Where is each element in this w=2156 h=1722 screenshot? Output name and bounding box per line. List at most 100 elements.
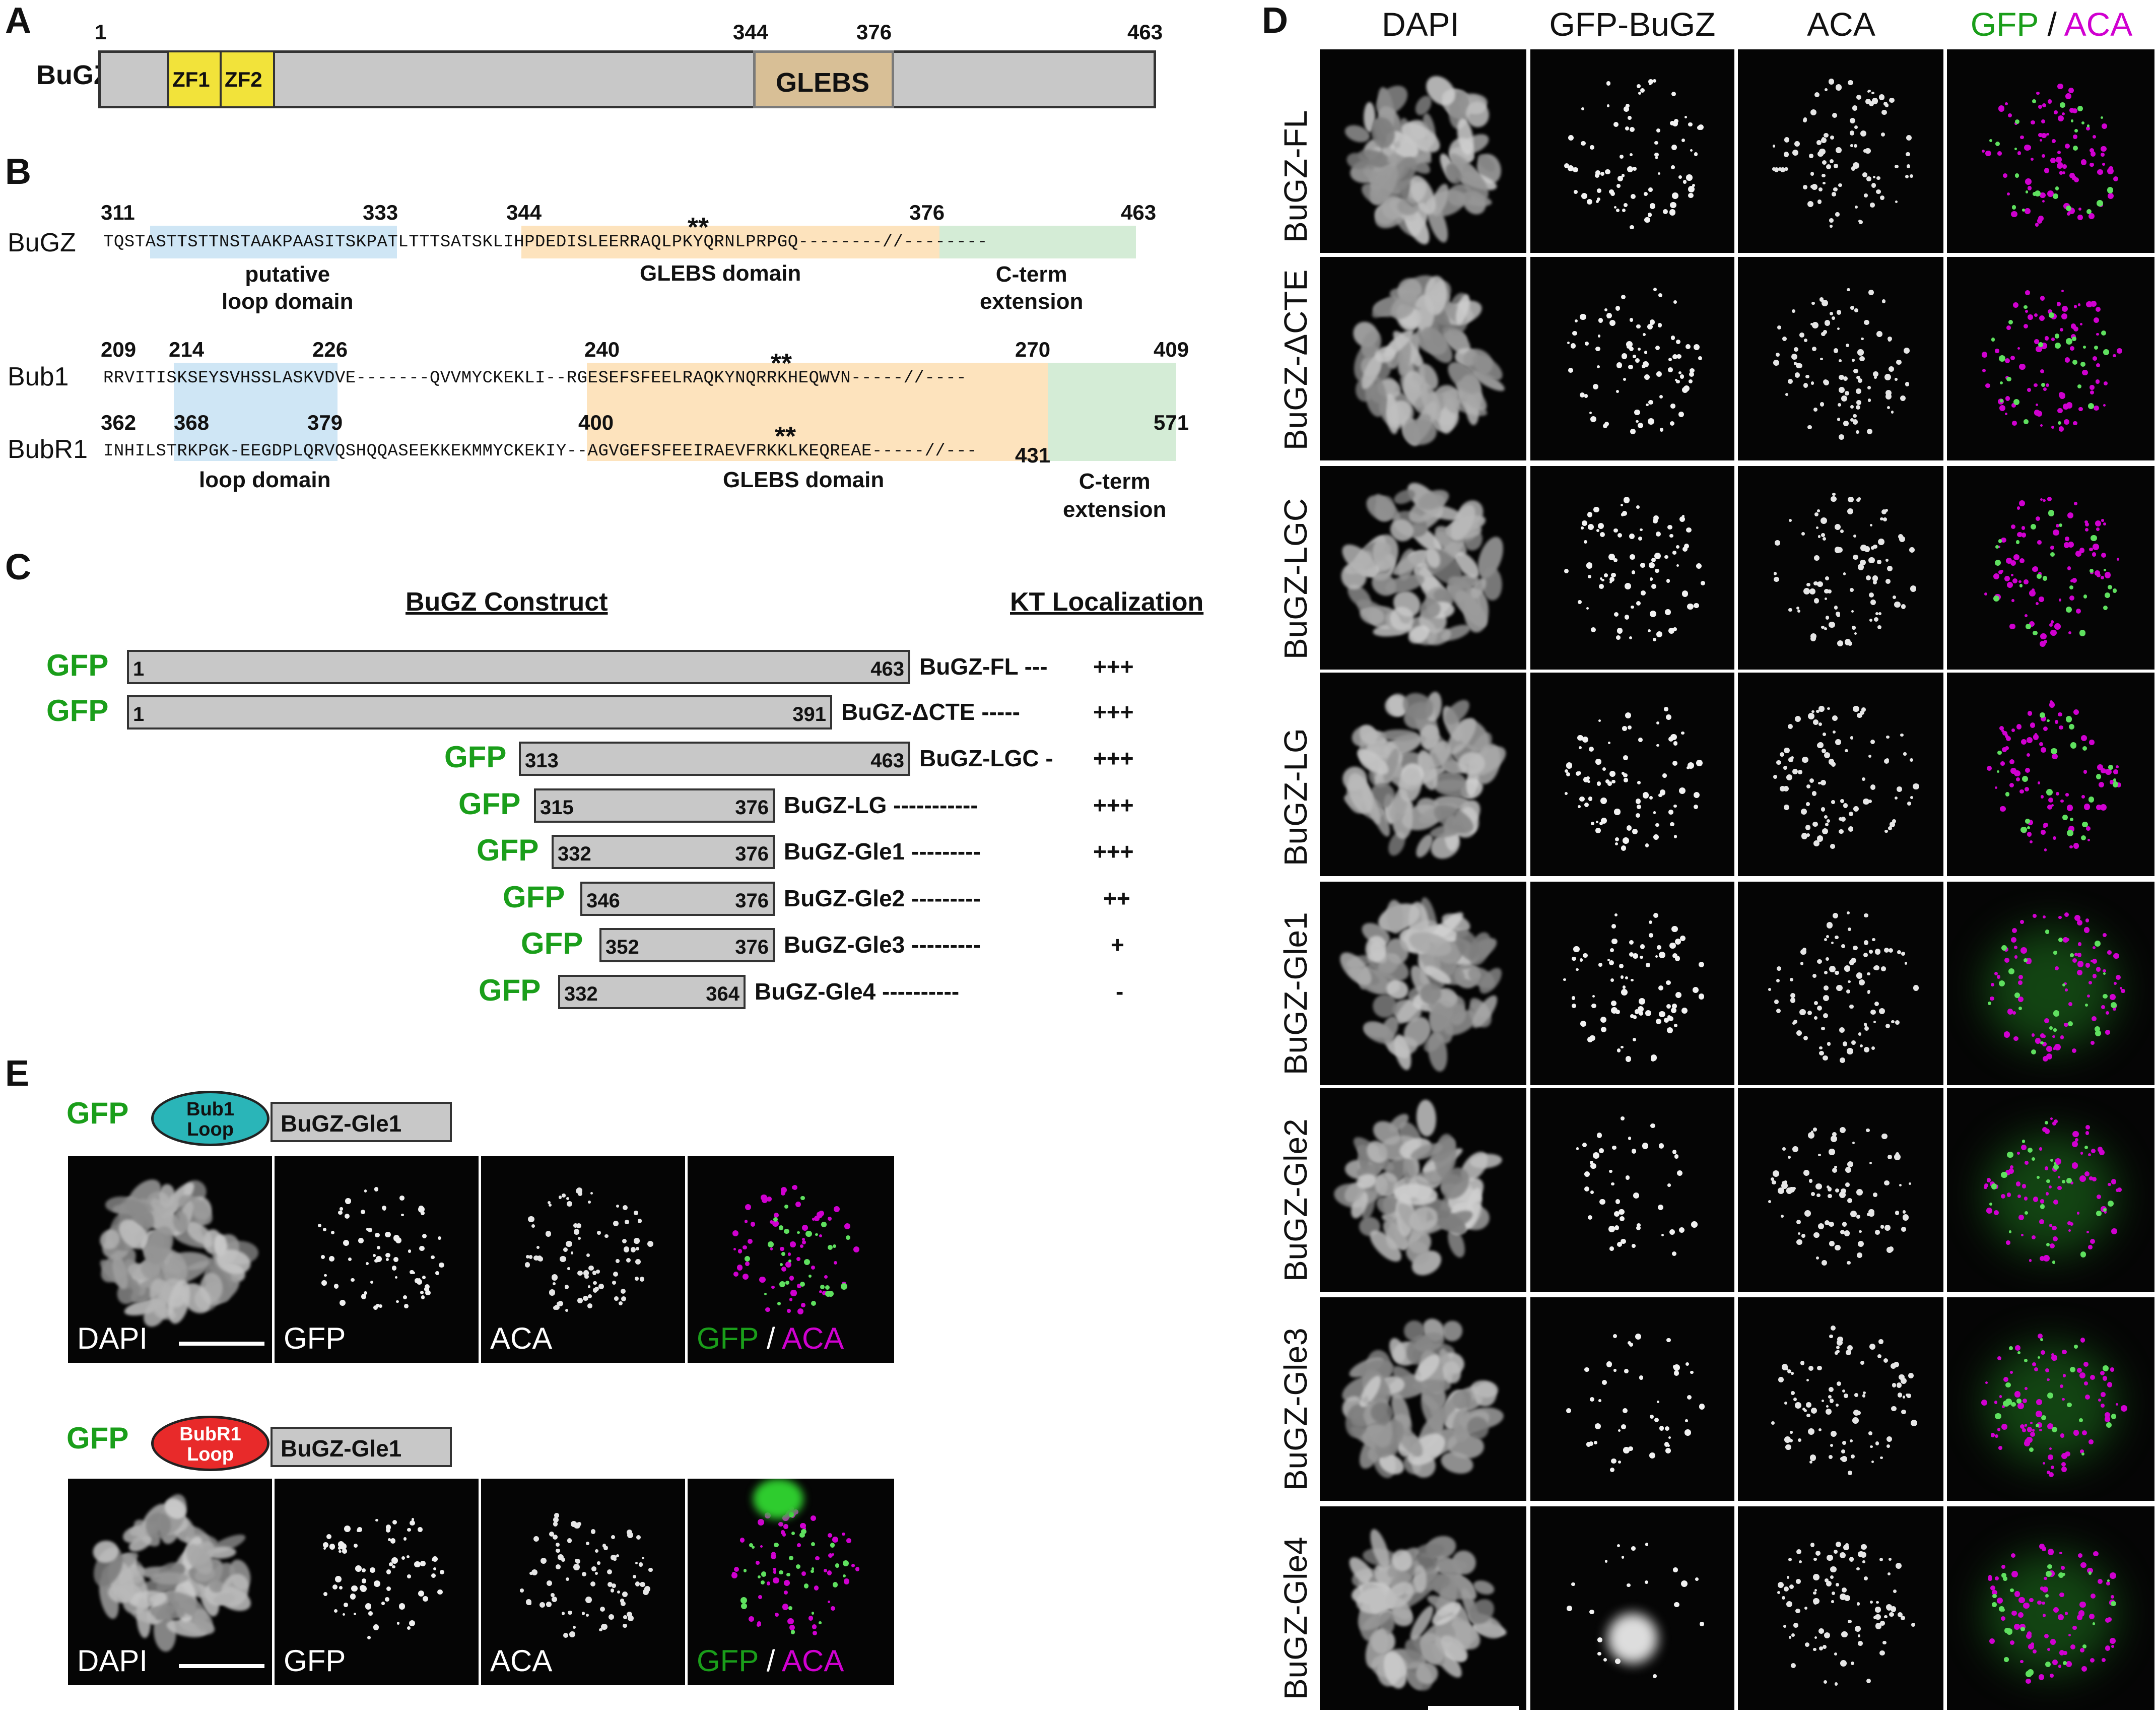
- kinetochore-dot: [1992, 1589, 1998, 1596]
- kinetochore-dot: [1853, 945, 1858, 951]
- kinetochore-dot: [1814, 1001, 1818, 1006]
- kinetochore-dot: [1843, 421, 1849, 426]
- kinetochore-dot: [1842, 1041, 1848, 1046]
- kinetochore-dot: [2021, 533, 2027, 538]
- kinetochore-dot: [2053, 1607, 2059, 1613]
- kinetochore-dot: [2035, 222, 2039, 227]
- kinetochore-dot: [796, 1543, 801, 1547]
- kinetochore-dot: [1828, 1386, 1834, 1393]
- kinetochore-dot: [2045, 383, 2049, 387]
- kinetochore-dot: [2053, 193, 2059, 200]
- kinetochore-dot: [1624, 778, 1628, 782]
- kinetochore-dot: [1858, 220, 1863, 224]
- kinetochore-dot: [1854, 1626, 1861, 1632]
- kinetochore-dot: [1986, 766, 1992, 771]
- kinetochore-dot: [2091, 301, 2097, 307]
- kinetochore-dot: [1801, 833, 1808, 839]
- kinetochore-dot: [1666, 1004, 1671, 1009]
- kinetochore-dot: [2036, 1175, 2040, 1179]
- kinetochore-dot: [1813, 598, 1820, 604]
- kinetochore-dot: [2038, 1356, 2041, 1359]
- kinetochore-dot: [2019, 1424, 2025, 1429]
- kinetochore-dot: [2093, 317, 2100, 323]
- kinetochore-dot: [1629, 534, 1635, 540]
- kinetochore-dot: [1614, 1659, 1621, 1665]
- kinetochore-dot: [406, 1555, 410, 1558]
- kinetochore-dot: [1878, 1008, 1885, 1014]
- kinetochore-dot: [824, 1569, 828, 1573]
- kinetochore-dot: [2075, 608, 2081, 614]
- kinetochore-dot: [1990, 996, 1995, 1001]
- kinetochore-dot: [417, 1278, 421, 1282]
- kinetochore-dot: [2073, 305, 2077, 308]
- kinetochore-dot: [563, 1247, 568, 1252]
- kinetochore-dot: [1619, 1216, 1625, 1222]
- kinetochore-dot: [1856, 430, 1859, 434]
- kinetochore-dot: [583, 1295, 588, 1301]
- kinetochore-dot: [1847, 980, 1851, 983]
- kinetochore-dot: [2101, 1005, 2106, 1009]
- panel-e-micrograph: DAPI: [68, 1479, 272, 1685]
- kinetochore-dot: [2025, 178, 2032, 185]
- kinetochore-dot: [2088, 403, 2095, 410]
- kinetochore-dot: [1607, 741, 1611, 744]
- kinetochore-dot: [1824, 971, 1828, 975]
- kinetochore-dot: [2039, 315, 2045, 321]
- kinetochore-dot: [2053, 1047, 2056, 1050]
- kinetochore-dot: [1992, 1594, 1997, 1599]
- kinetochore-dot: [1847, 508, 1853, 514]
- kinetochore-dot: [1807, 425, 1812, 430]
- kinetochore-dot: [1852, 1142, 1855, 1145]
- kinetochore-dot: [1600, 818, 1607, 824]
- kinetochore-dot: [1824, 938, 1828, 942]
- kinetochore-dot: [375, 1518, 378, 1522]
- kinetochore-dot: [1813, 581, 1818, 586]
- kinetochore-dot: [1590, 821, 1594, 825]
- kinetochore-dot: [1864, 546, 1870, 552]
- kinetochore-dot: [2108, 1182, 2111, 1186]
- kinetochore-dot: [2052, 1121, 2056, 1126]
- kinetochore-dot: [1854, 1393, 1859, 1398]
- micrograph-tile: [1530, 882, 1734, 1085]
- kinetochore-dot: [1904, 962, 1908, 965]
- kinetochore-dot: [1863, 1576, 1868, 1580]
- kinetochore-dot: [1700, 580, 1706, 586]
- kinetochore-dot: [1894, 378, 1898, 381]
- panel-e-merge-label: GFP / ACA: [697, 1643, 844, 1678]
- kinetochore-dot: [781, 1267, 787, 1272]
- kinetochore-dot: [2049, 623, 2053, 627]
- kinetochore-dot: [2096, 774, 2102, 779]
- kinetochore-dot: [1806, 1402, 1811, 1408]
- kinetochore-dot: [2113, 354, 2116, 358]
- kinetochore-dot: [1828, 1194, 1832, 1199]
- kinetochore-dot: [1623, 773, 1628, 778]
- kinetochore-dot: [731, 1572, 738, 1578]
- kinetochore-dot: [1679, 516, 1686, 522]
- kinetochore-dot: [1623, 1447, 1630, 1453]
- kinetochore-dot: [789, 1625, 795, 1631]
- kinetochore-dot: [2103, 349, 2110, 355]
- kinetochore-dot: [2069, 1366, 2076, 1373]
- kinetochore-dot: [1868, 101, 1874, 107]
- kinetochore-dot: [1665, 609, 1671, 615]
- kinetochore-dot: [1664, 1426, 1670, 1431]
- kinetochore-dot: [1791, 1372, 1794, 1375]
- kinetochore-dot: [1852, 419, 1858, 425]
- kinetochore-dot: [1791, 353, 1797, 360]
- kinetochore-dot: [2078, 407, 2083, 412]
- kinetochore-dot: [1580, 1021, 1587, 1027]
- kinetochore-dot: [2011, 211, 2017, 218]
- kinetochore-dot: [1673, 741, 1678, 746]
- kinetochore-dot: [2062, 1650, 2067, 1655]
- kinetochore-dot: [565, 1577, 569, 1581]
- kinetochore-dot: [2045, 1192, 2049, 1196]
- kinetochore-dot: [409, 1520, 415, 1526]
- kinetochore-dot: [1590, 145, 1594, 150]
- kinetochore-dot: [2008, 319, 2013, 324]
- kinetochore-dot: [351, 1278, 355, 1282]
- kinetochore-dot: [2101, 576, 2104, 580]
- kinetochore-dot: [1850, 1211, 1857, 1217]
- kinetochore-dot: [1818, 722, 1823, 726]
- scale-bar-d: [1428, 1706, 1519, 1710]
- kinetochore-dot: [2061, 1565, 2065, 1570]
